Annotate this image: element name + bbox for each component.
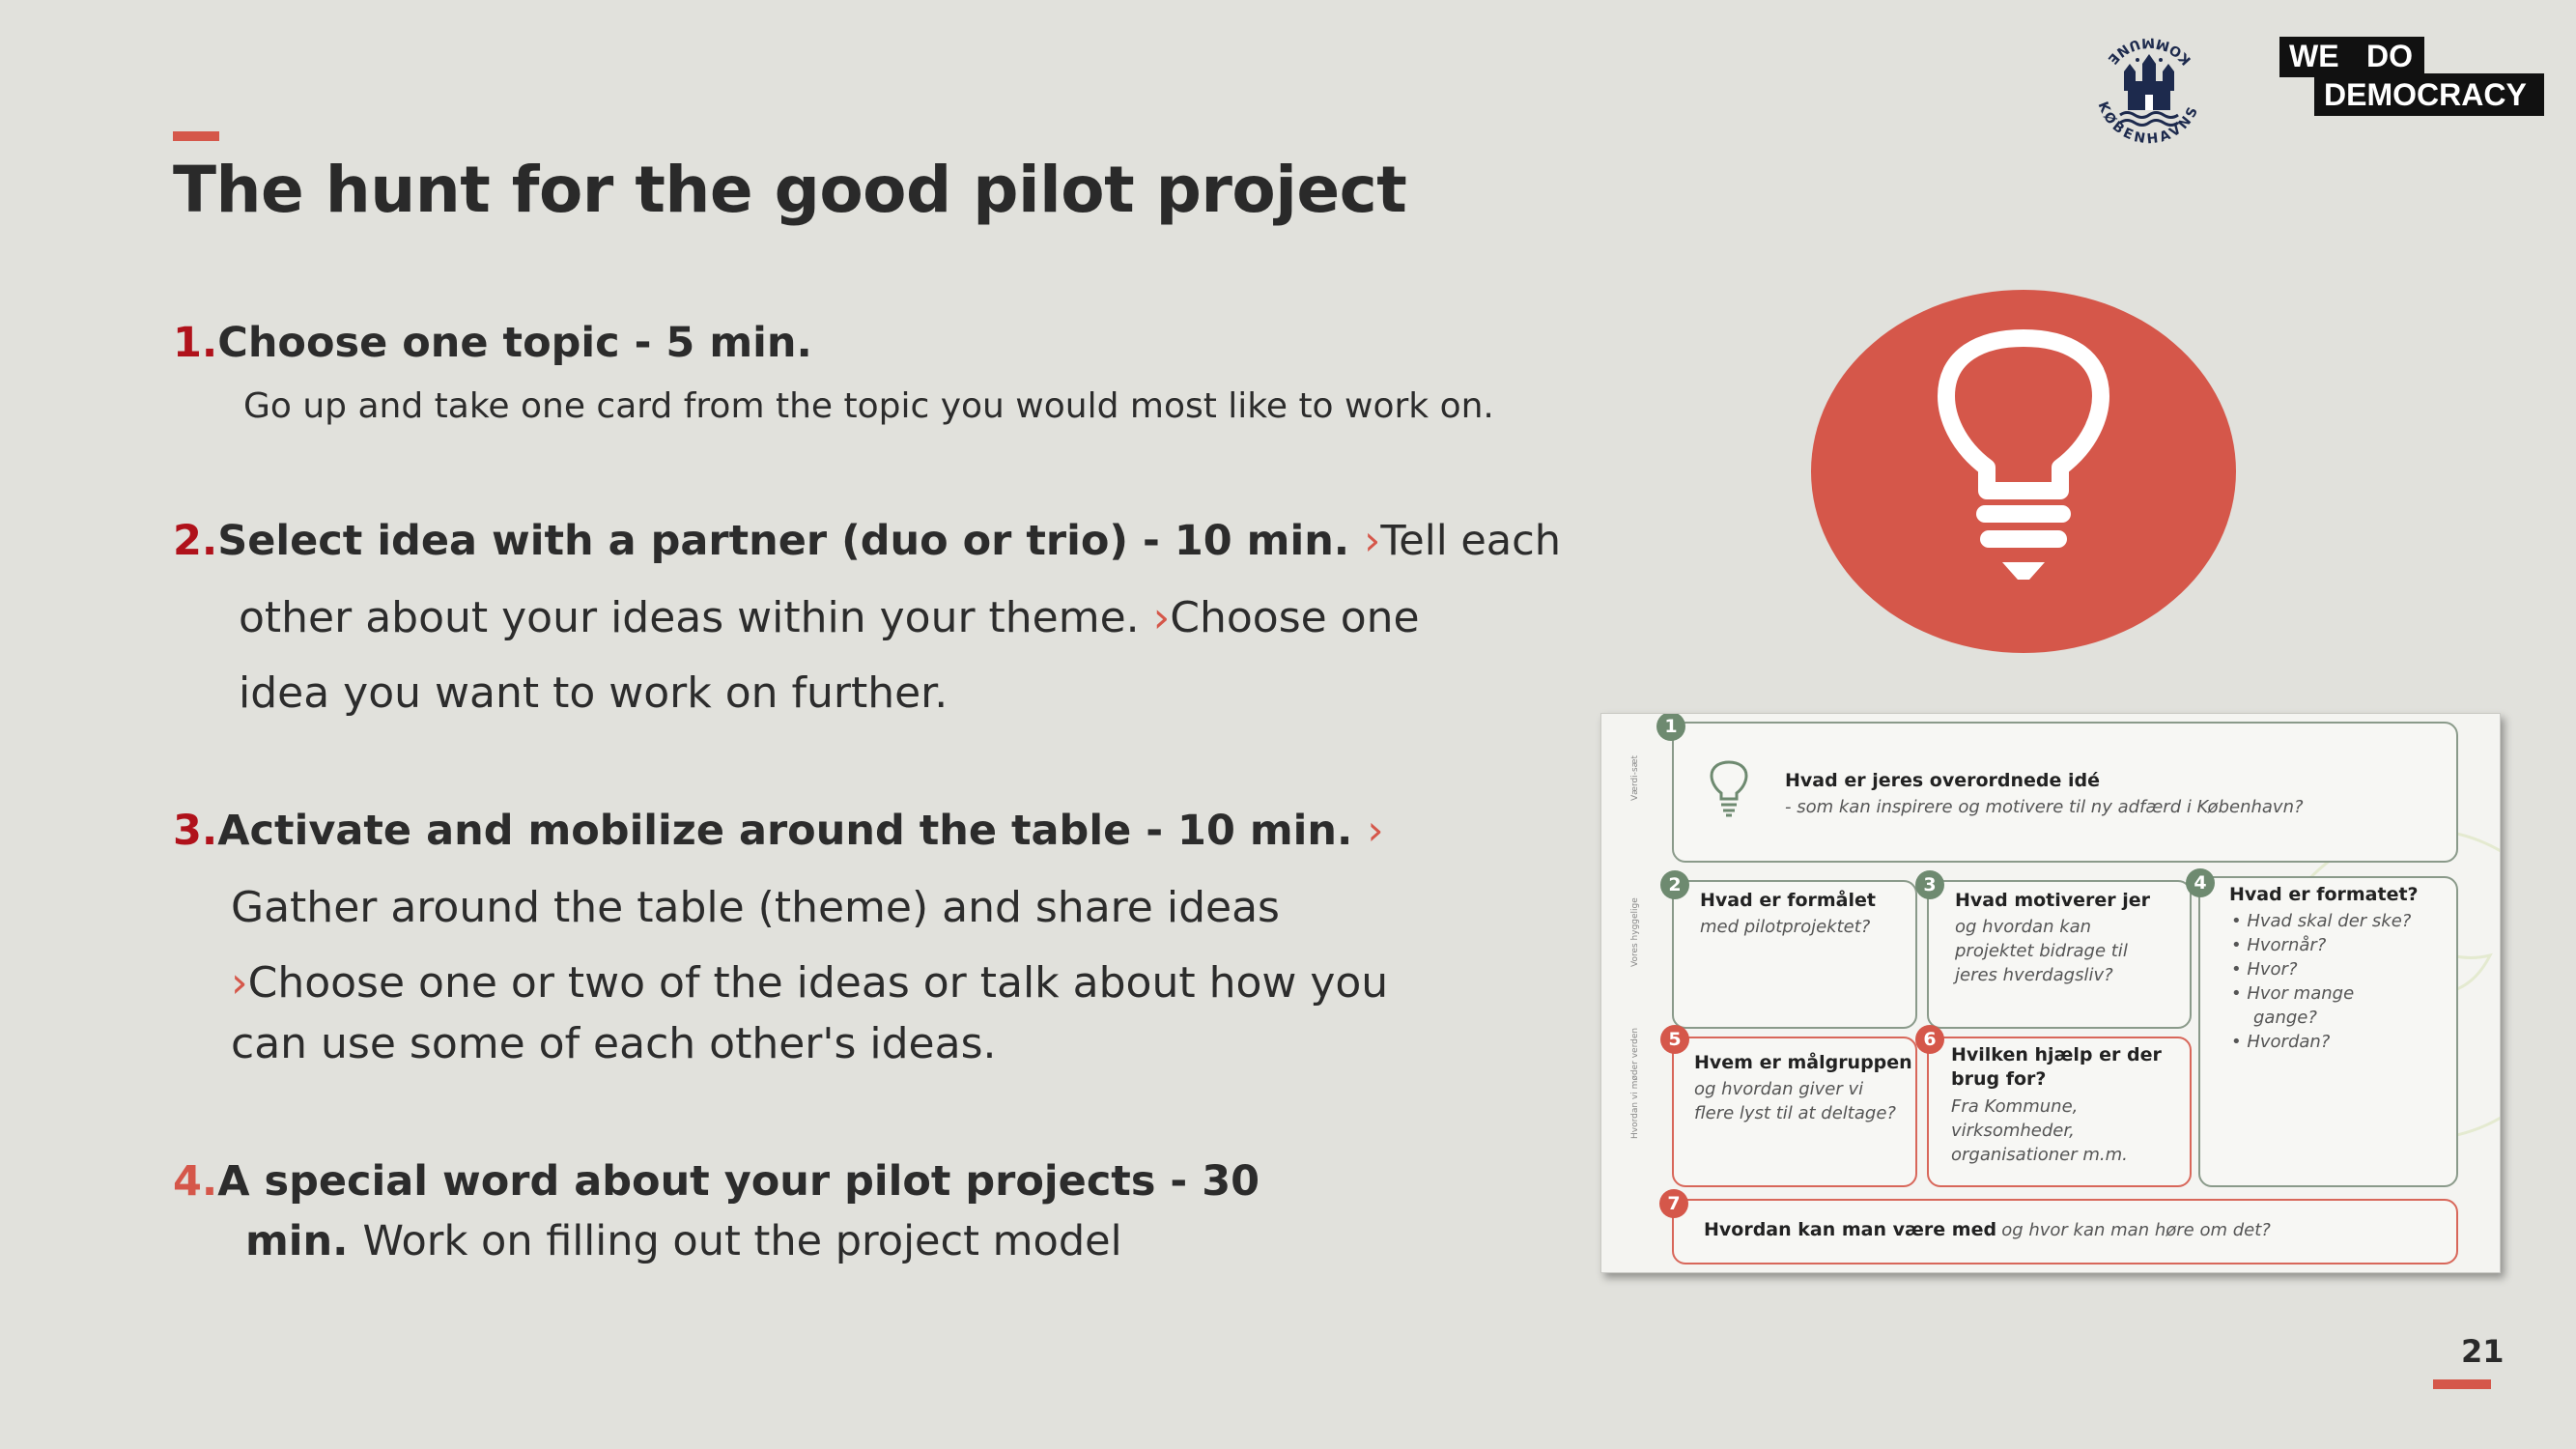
model-box-4 (2198, 876, 2458, 1187)
step-2-heading-text: Select idea with a partner (duo or trio)… (217, 517, 1350, 565)
step-3-arrow-2: › (231, 958, 248, 1008)
model-q6-sub-2: virksomheder, (1951, 1121, 2075, 1141)
model-q5-sub-2: flere lyst til at deltage? (1694, 1103, 1896, 1123)
step-3-number: 3. (173, 807, 218, 855)
step-2-line2-text: other about your ideas within your theme… (239, 593, 1140, 642)
model-q1-sub: - som kan inspirere og motivere til ny a… (1785, 797, 2304, 817)
model-side-label-1: Værdi-sæt (1630, 754, 1640, 801)
step-1-number: 1. (173, 319, 218, 367)
kobenhavns-kommune-logo: KØBENHAVNS KOMMUNE (2081, 23, 2217, 158)
page-number: 21 (2461, 1333, 2505, 1370)
model-q4-item-5: gange? (2253, 1008, 2317, 1028)
step-2-line1-tail: Tell each (1380, 517, 1562, 565)
step-2-line-3: idea you want to work on further. (239, 668, 948, 718)
model-badge-1: 1 (1656, 714, 1685, 741)
step-1-text: Go up and take one card from the topic y… (243, 386, 1494, 426)
model-q4-item-3: • Hvor? (2231, 959, 2298, 980)
we-do-line1b: DO (2366, 39, 2413, 73)
page-title: The hunt for the good pilot project (173, 153, 1407, 227)
model-side-label-2: Vores hyggelige (1630, 897, 1640, 967)
model-badge-4: 4 (2186, 868, 2215, 897)
step-3-line-3: ›Choose one or two of the ideas or talk … (231, 958, 1388, 1008)
model-q3-sub-2: projektet bidrage til (1955, 941, 2128, 961)
model-badge-2: 2 (1660, 870, 1689, 899)
title-accent-bar (173, 131, 219, 141)
model-q6-sub-1: Fra Kommune, (1951, 1096, 2079, 1117)
model-q4: Hvad er formatet? (2229, 884, 2419, 905)
model-box-3 (1927, 880, 2192, 1029)
model-badge-5: 5 (1660, 1025, 1689, 1054)
step-2-arrow-2: › (1152, 593, 1171, 642)
model-q4-item-4: • Hvor mange (2231, 983, 2355, 1004)
model-q7: Hvordan kan man være med og hvor kan man… (1704, 1218, 2271, 1242)
step-4-number: 4. (173, 1157, 218, 1206)
we-do-line1: WE (2289, 39, 2339, 73)
model-box-1 (1672, 722, 2458, 863)
step-4-line-2: min. Work on filling out the project mod… (245, 1217, 1122, 1265)
model-q6-sub-3: organisationer m.m. (1951, 1145, 2128, 1165)
step-2-arrow-1: › (1364, 517, 1381, 565)
model-q3-sub-3: jeres hverdagsliv? (1955, 965, 2113, 985)
step-4-heading-text: A special word about your pilot projects… (217, 1157, 1260, 1206)
model-box-7 (1672, 1199, 2458, 1264)
model-box-2 (1672, 880, 1917, 1029)
model-q4-item-1: • Hvad skal der ske? (2231, 911, 2412, 931)
we-do-democracy-logo: WE DO DEMOCRACY (2279, 37, 2544, 116)
step-2-number: 2. (173, 517, 218, 565)
step-2-line-2: other about your ideas within your theme… (239, 593, 1420, 642)
model-q5: Hvem er målgruppen (1694, 1052, 1912, 1073)
step-3-heading: 3.Activate and mobilize around the table… (173, 807, 1384, 855)
step-3-line-2: Gather around the table (theme) and shar… (231, 883, 1280, 932)
model-box-6 (1927, 1037, 2192, 1187)
step-4-heading: 4.A special word about your pilot projec… (173, 1157, 1260, 1206)
lightbulb-icon (1938, 329, 2109, 548)
model-q4-item-6: • Hvordan? (2231, 1032, 2331, 1052)
model-q2: Hvad er formålet (1700, 890, 1876, 911)
model-badge-7: 7 (1659, 1189, 1688, 1218)
model-box-5 (1672, 1037, 1917, 1187)
step-4-text: Work on filling out the project model (362, 1217, 1122, 1265)
model-q7-bold: Hvordan kan man være med (1704, 1219, 1997, 1240)
model-badge-3: 3 (1915, 870, 1944, 899)
model-q6-line-2: brug for? (1951, 1068, 2047, 1090)
model-side-label-3: Hvordan vi møder verden (1630, 1027, 1640, 1139)
model-q5-sub-1: og hvordan giver vi (1694, 1079, 1864, 1099)
step-3-line3-text: Choose one or two of the ideas or talk a… (247, 958, 1389, 1008)
project-model-image: Værdi-sæt Vores hyggelige Hvordan vi mød… (1600, 713, 2501, 1273)
model-q1: Hvad er jeres overordnede idé (1785, 770, 2101, 791)
step-2-line2-tail: Choose one (1170, 593, 1420, 642)
step-1-heading: 1.Choose one topic - 5 min. (173, 319, 812, 367)
step-2-heading: 2.Select idea with a partner (duo or tri… (173, 517, 1561, 565)
step-3-heading-text: Activate and mobilize around the table -… (217, 807, 1353, 855)
lightbulb-badge (1811, 290, 2236, 653)
model-q6-line-1: Hvilken hjælp er der (1951, 1044, 2162, 1065)
model-lightbulb-icon (1710, 760, 1748, 817)
model-q3: Hvad motiverer jer (1955, 890, 2151, 911)
step-3-line-4: can use some of each other's ideas. (231, 1019, 997, 1068)
model-q4-item-2: • Hvornår? (2231, 935, 2327, 955)
page-number-accent-bar (2433, 1379, 2491, 1389)
model-q7-sub: og hvor kan man høre om det? (2001, 1220, 2271, 1240)
model-q3-sub-1: og hvordan kan (1955, 917, 2092, 937)
step-3-arrow-1: › (1367, 807, 1384, 855)
we-do-line2: DEMOCRACY (2324, 77, 2527, 112)
model-q2-sub: med pilotprojektet? (1700, 917, 1871, 937)
step-1-heading-text: Choose one topic - 5 min. (217, 319, 812, 367)
model-badge-6: 6 (1915, 1025, 1944, 1054)
step-4-heading-cont: min. (245, 1217, 349, 1265)
